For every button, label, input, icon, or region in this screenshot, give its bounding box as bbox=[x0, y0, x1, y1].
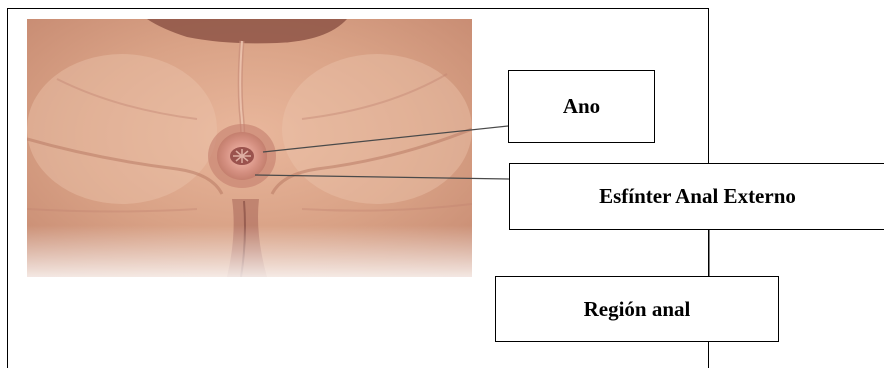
anal-region-illustration bbox=[27, 19, 472, 277]
label-ano: Ano bbox=[508, 70, 655, 143]
label-external-anal-sphincter: Esfínter Anal Externo bbox=[509, 163, 884, 230]
label-ano-text: Ano bbox=[563, 94, 600, 119]
label-region-text: Región anal bbox=[584, 297, 691, 322]
label-esfinter-text: Esfínter Anal Externo bbox=[599, 184, 796, 209]
label-anal-region: Región anal bbox=[495, 276, 779, 342]
